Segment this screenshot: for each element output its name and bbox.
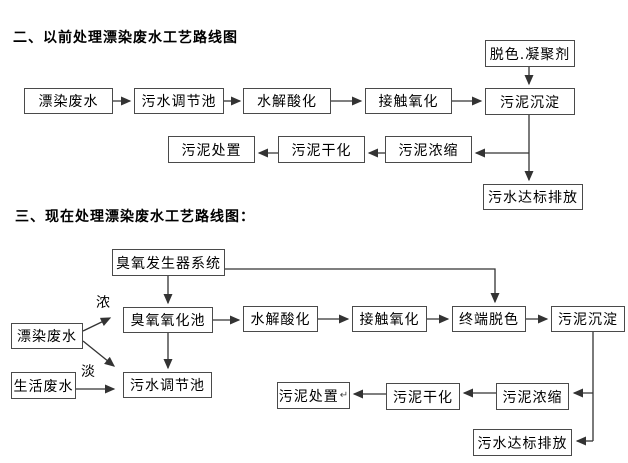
node-old-sludge-drying: 污泥干化 xyxy=(278,136,365,163)
node-old-compliant-discharge: 污水达标排放 xyxy=(483,184,583,210)
node-new-ozone-oxidation-tank: 臭氧氧化池 xyxy=(123,307,213,333)
node-new-domestic-wastewater: 生活废水 xyxy=(11,372,76,399)
label-dilute-stream: 淡 xyxy=(81,364,95,380)
node-old-contact-oxidation: 接触氧化 xyxy=(365,88,452,114)
node-new-sludge-drying: 污泥干化 xyxy=(386,383,460,410)
label-concentrated-stream: 浓 xyxy=(96,295,110,311)
edge-new-generator-to-terminal xyxy=(225,268,500,304)
node-new-ozone-generator-system: 臭氧发生器系统 xyxy=(112,249,225,276)
node-old-sludge-disposal: 污泥处置 xyxy=(168,136,255,163)
node-new-terminal-decolorization: 终端脱色 xyxy=(452,306,526,332)
section-new-title: 三、现在处理漂染废水工艺路线图： xyxy=(15,209,255,225)
node-old-decolorant-coagulant: 脱色.凝聚剂 xyxy=(485,40,575,67)
node-new-dye-wastewater: 漂染废水 xyxy=(11,323,83,349)
node-new-compliant-discharge: 污水达标排放 xyxy=(473,429,572,456)
return-mark: ↵ xyxy=(339,390,349,401)
node-old-sludge-thickening: 污泥浓缩 xyxy=(385,136,472,163)
node-old-regulating-tank: 污水调节池 xyxy=(134,88,224,114)
node-new-contact-oxidation: 接触氧化 xyxy=(352,306,427,332)
node-new-regulating-tank: 污水调节池 xyxy=(123,372,212,398)
node-new-sludge-sedimentation: 污泥沉淀 xyxy=(551,306,625,332)
node-new-sludge-disposal: 污泥处置 ↵ xyxy=(277,382,350,409)
section-old-title: 二、以前处理漂染废水工艺路线图 xyxy=(13,30,238,46)
node-new-hydrolysis-acidification: 水解酸化 xyxy=(243,306,318,332)
node-old-sludge-sedimentation: 污泥沉淀 xyxy=(485,88,575,115)
node-old-dye-wastewater: 漂染废水 xyxy=(24,88,113,114)
edge-new-dye-to-tank xyxy=(82,340,116,367)
node-old-hydrolysis-acidification: 水解酸化 xyxy=(243,88,331,114)
edge-new-dye-to-ozonetank xyxy=(82,317,112,332)
node-new-sludge-thickening: 污泥浓缩 xyxy=(496,383,569,410)
sludge-disposal-label: 污泥处置 xyxy=(278,388,339,405)
